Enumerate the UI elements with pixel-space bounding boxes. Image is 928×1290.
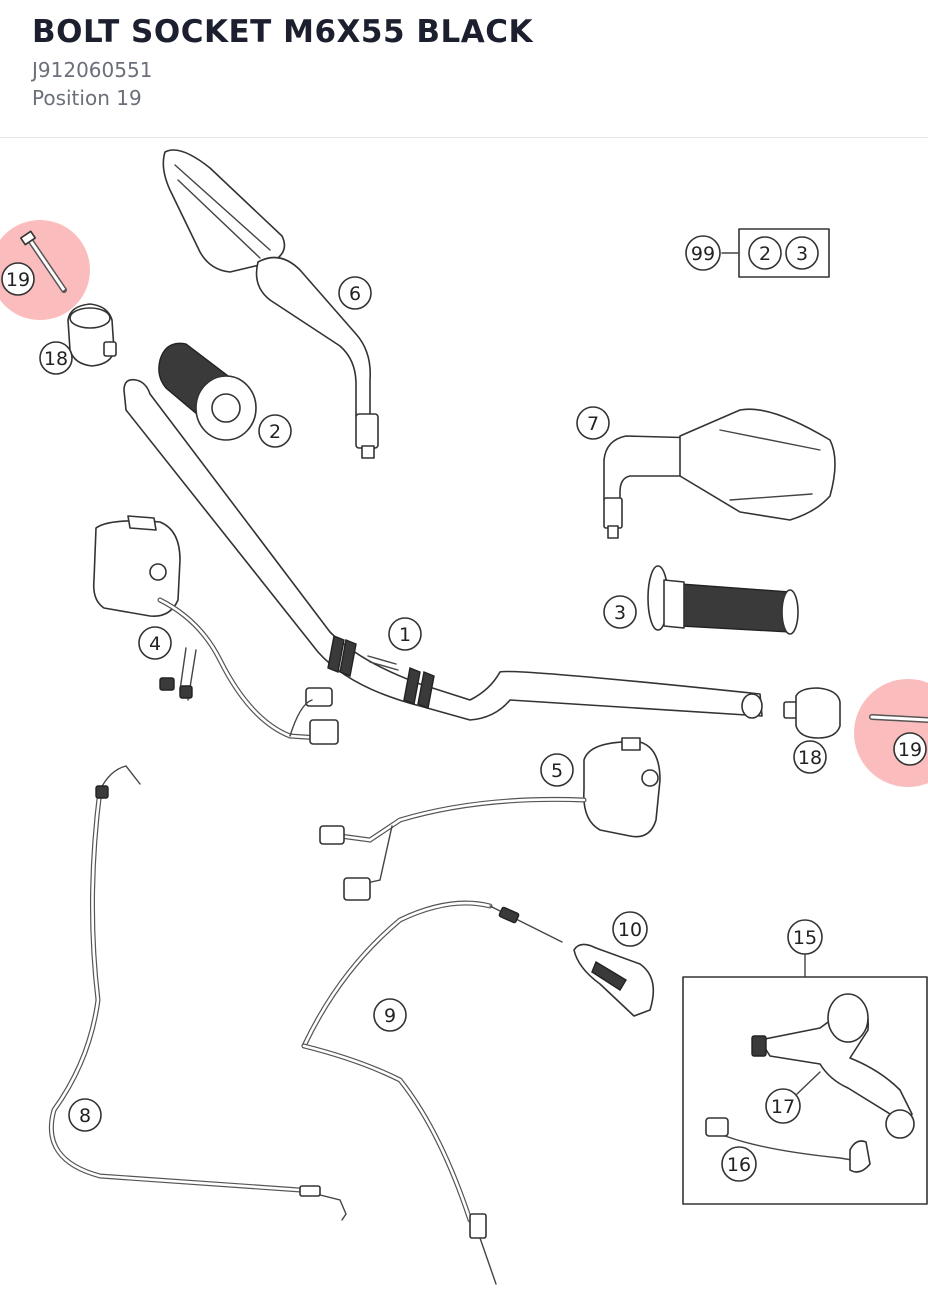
svg-text:15: 15 (793, 927, 817, 949)
svg-text:3: 3 (614, 602, 626, 624)
svg-text:19: 19 (6, 269, 30, 291)
boot-10[interactable] (573, 943, 655, 1017)
switch-right[interactable] (319, 737, 661, 901)
callout-8[interactable]: 8 (68, 1098, 102, 1132)
mirror-left[interactable] (162, 149, 379, 459)
part-header: BOLT SOCKET M6X55 BLACK J912060551 Posit… (0, 0, 928, 138)
svg-text:6: 6 (349, 283, 361, 305)
callout-2[interactable]: 2 (258, 414, 292, 448)
svg-text:8: 8 (79, 1105, 91, 1127)
part-position: Position 19 (32, 86, 142, 110)
mirror-right[interactable] (603, 408, 836, 539)
callout-17[interactable]: 17 (765, 1088, 801, 1124)
bolt-left[interactable] (19, 230, 67, 293)
svg-text:2: 2 (759, 243, 771, 265)
svg-text:4: 4 (149, 633, 161, 655)
grip-left[interactable] (158, 342, 257, 441)
cable-8[interactable] (48, 765, 347, 1221)
bolt-right[interactable] (869, 714, 928, 723)
callout-3[interactable]: 3 (603, 595, 637, 629)
highlight-right-bolt (854, 679, 928, 787)
exploded-parts-diagram: 19 18 6 2 99 2 3 7 4 1 3 19 18 5 10 15 9… (0, 149, 928, 1285)
svg-text:3: 3 (796, 243, 808, 265)
svg-text:17: 17 (771, 1096, 795, 1118)
callout-99-item-2[interactable]: 2 (748, 236, 782, 270)
bar-end-left[interactable] (67, 303, 117, 367)
handlebar[interactable] (123, 378, 763, 721)
lever-assembly-15[interactable] (682, 953, 928, 1205)
callout-99-item-3[interactable]: 3 (785, 236, 819, 270)
callout-16[interactable]: 16 (721, 1146, 757, 1182)
svg-text:19: 19 (898, 739, 922, 761)
svg-text:9: 9 (384, 1005, 396, 1027)
svg-text:1: 1 (399, 624, 411, 646)
grip-right[interactable] (647, 565, 799, 635)
callout-18-left[interactable]: 18 (39, 341, 73, 375)
svg-text:18: 18 (44, 348, 68, 370)
svg-text:99: 99 (691, 243, 715, 265)
svg-text:16: 16 (727, 1154, 751, 1176)
callout-18-right[interactable]: 18 (793, 740, 827, 774)
svg-text:2: 2 (269, 421, 281, 443)
callout-6[interactable]: 6 (338, 276, 372, 310)
switch-left[interactable] (92, 515, 339, 745)
cable-9[interactable] (301, 900, 563, 1285)
callout-7[interactable]: 7 (576, 406, 610, 440)
svg-text:10: 10 (618, 919, 642, 941)
bar-end-right[interactable] (783, 687, 841, 739)
callout-99[interactable]: 99 (685, 235, 721, 271)
callout-4[interactable]: 4 (138, 626, 172, 660)
callout-19-left[interactable]: 19 (1, 262, 35, 296)
part-title: BOLT SOCKET M6X55 BLACK (32, 14, 534, 50)
callout-10[interactable]: 10 (612, 911, 648, 947)
callout-5[interactable]: 5 (540, 753, 574, 787)
callout-1[interactable]: 1 (388, 617, 422, 651)
svg-text:18: 18 (798, 747, 822, 769)
svg-text:7: 7 (587, 413, 599, 435)
part-number: J912060551 (32, 58, 153, 82)
svg-text:5: 5 (551, 760, 563, 782)
callout-9[interactable]: 9 (373, 998, 407, 1032)
callout-15[interactable]: 15 (787, 919, 823, 955)
callout-19-right[interactable]: 19 (893, 732, 927, 766)
